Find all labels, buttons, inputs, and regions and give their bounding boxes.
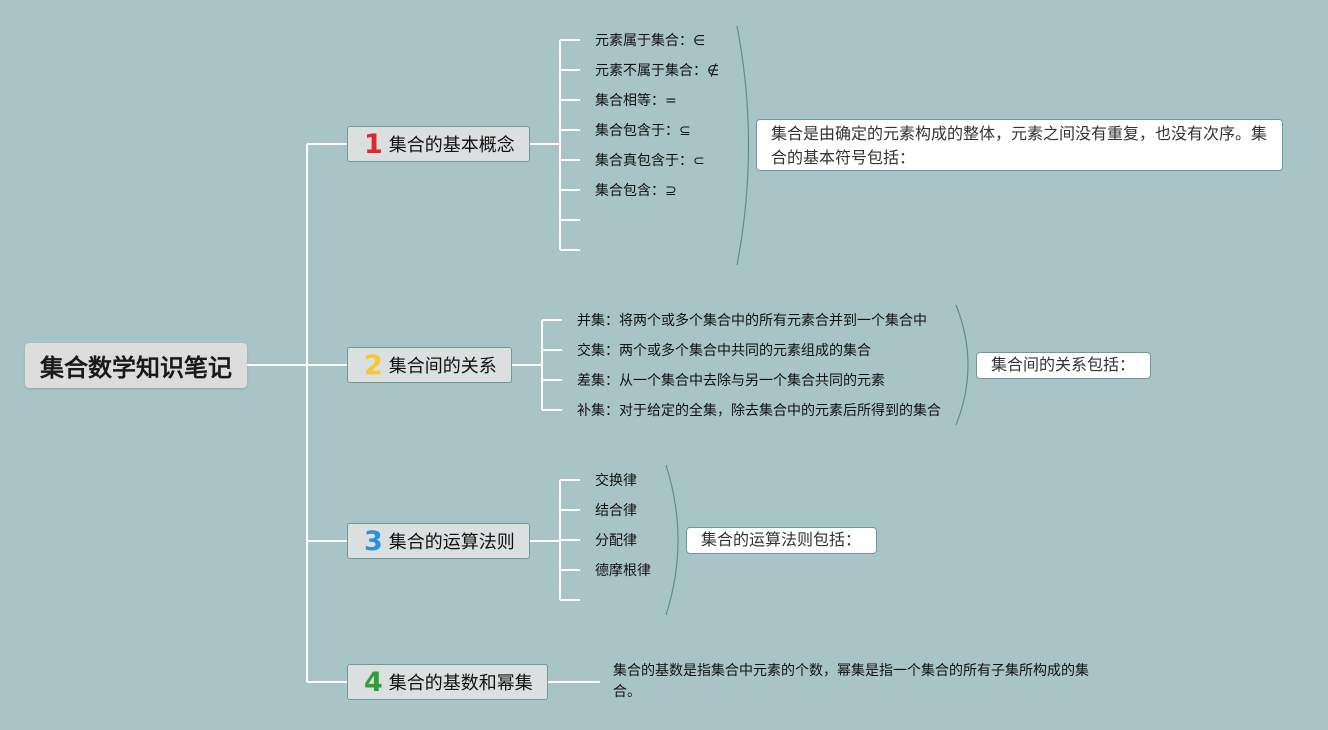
topic-number-1: 1 [364, 128, 383, 160]
topic-set-relations[interactable]: 2 集合间的关系 [347, 347, 512, 383]
leaf-de-morgan[interactable]: 德摩根律 [595, 563, 651, 579]
topic-basic-concepts[interactable]: 1 集合的基本概念 [347, 126, 530, 162]
topic-label: 集合的基本概念 [388, 135, 515, 156]
note-cardinality-powerset[interactable]: 集合的基数是指集合中元素的个数，幂集是指一个集合的所有子集所构成的集合。 [613, 663, 1089, 700]
leaf-proper-subset[interactable]: 集合真包含于：⊂ [595, 153, 705, 169]
leaf-difference[interactable]: 差集：从一个集合中去除与另一个集合共同的元素 [577, 373, 885, 389]
topic-label: 集合间的关系 [388, 356, 497, 377]
root-title: 集合数学知识笔记 [40, 354, 232, 382]
leaf-subset-eq[interactable]: 集合包含于：⊆ [595, 123, 691, 139]
leaf-commutative[interactable]: 交换律 [595, 473, 637, 489]
topic-cardinality-powerset[interactable]: 4 集合的基数和幂集 [347, 664, 548, 700]
leaf-element-of[interactable]: 元素属于集合：∈ [595, 33, 706, 49]
topic-number-4: 4 [364, 666, 383, 698]
topic-number-2: 2 [364, 349, 383, 381]
leaf-associative[interactable]: 结合律 [595, 503, 637, 519]
leaf-superset-eq[interactable]: 集合包含：⊇ [595, 183, 677, 199]
topic-operation-rules[interactable]: 3 集合的运算法则 [347, 523, 530, 559]
topic-label: 集合的基数和幂集 [388, 673, 533, 694]
leaf-intersection[interactable]: 交集：两个或多个集合中共同的元素组成的集合 [577, 343, 871, 359]
summary-operation-rules[interactable]: 集合的运算法则包括： [686, 527, 877, 554]
leaf-distributive[interactable]: 分配律 [595, 533, 637, 549]
leaf-complement[interactable]: 补集：对于给定的全集，除去集合中的元素后所得到的集合 [577, 403, 941, 419]
root-topic[interactable]: 集合数学知识笔记 [25, 343, 247, 388]
summary-set-relations[interactable]: 集合间的关系包括： [976, 352, 1151, 379]
leaf-set-equal[interactable]: 集合相等：= [595, 93, 677, 109]
topic-label: 集合的运算法则 [388, 532, 515, 553]
leaf-not-element-of[interactable]: 元素不属于集合：∉ [595, 63, 720, 79]
leaf-union[interactable]: 并集：将两个或多个集合中的所有元素合并到一个集合中 [577, 313, 927, 329]
summary-basic-concepts[interactable]: 集合是由确定的元素构成的整体，元素之间没有重复，也没有次序。集合的基本符号包括： [756, 119, 1283, 171]
topic-number-3: 3 [364, 525, 383, 557]
